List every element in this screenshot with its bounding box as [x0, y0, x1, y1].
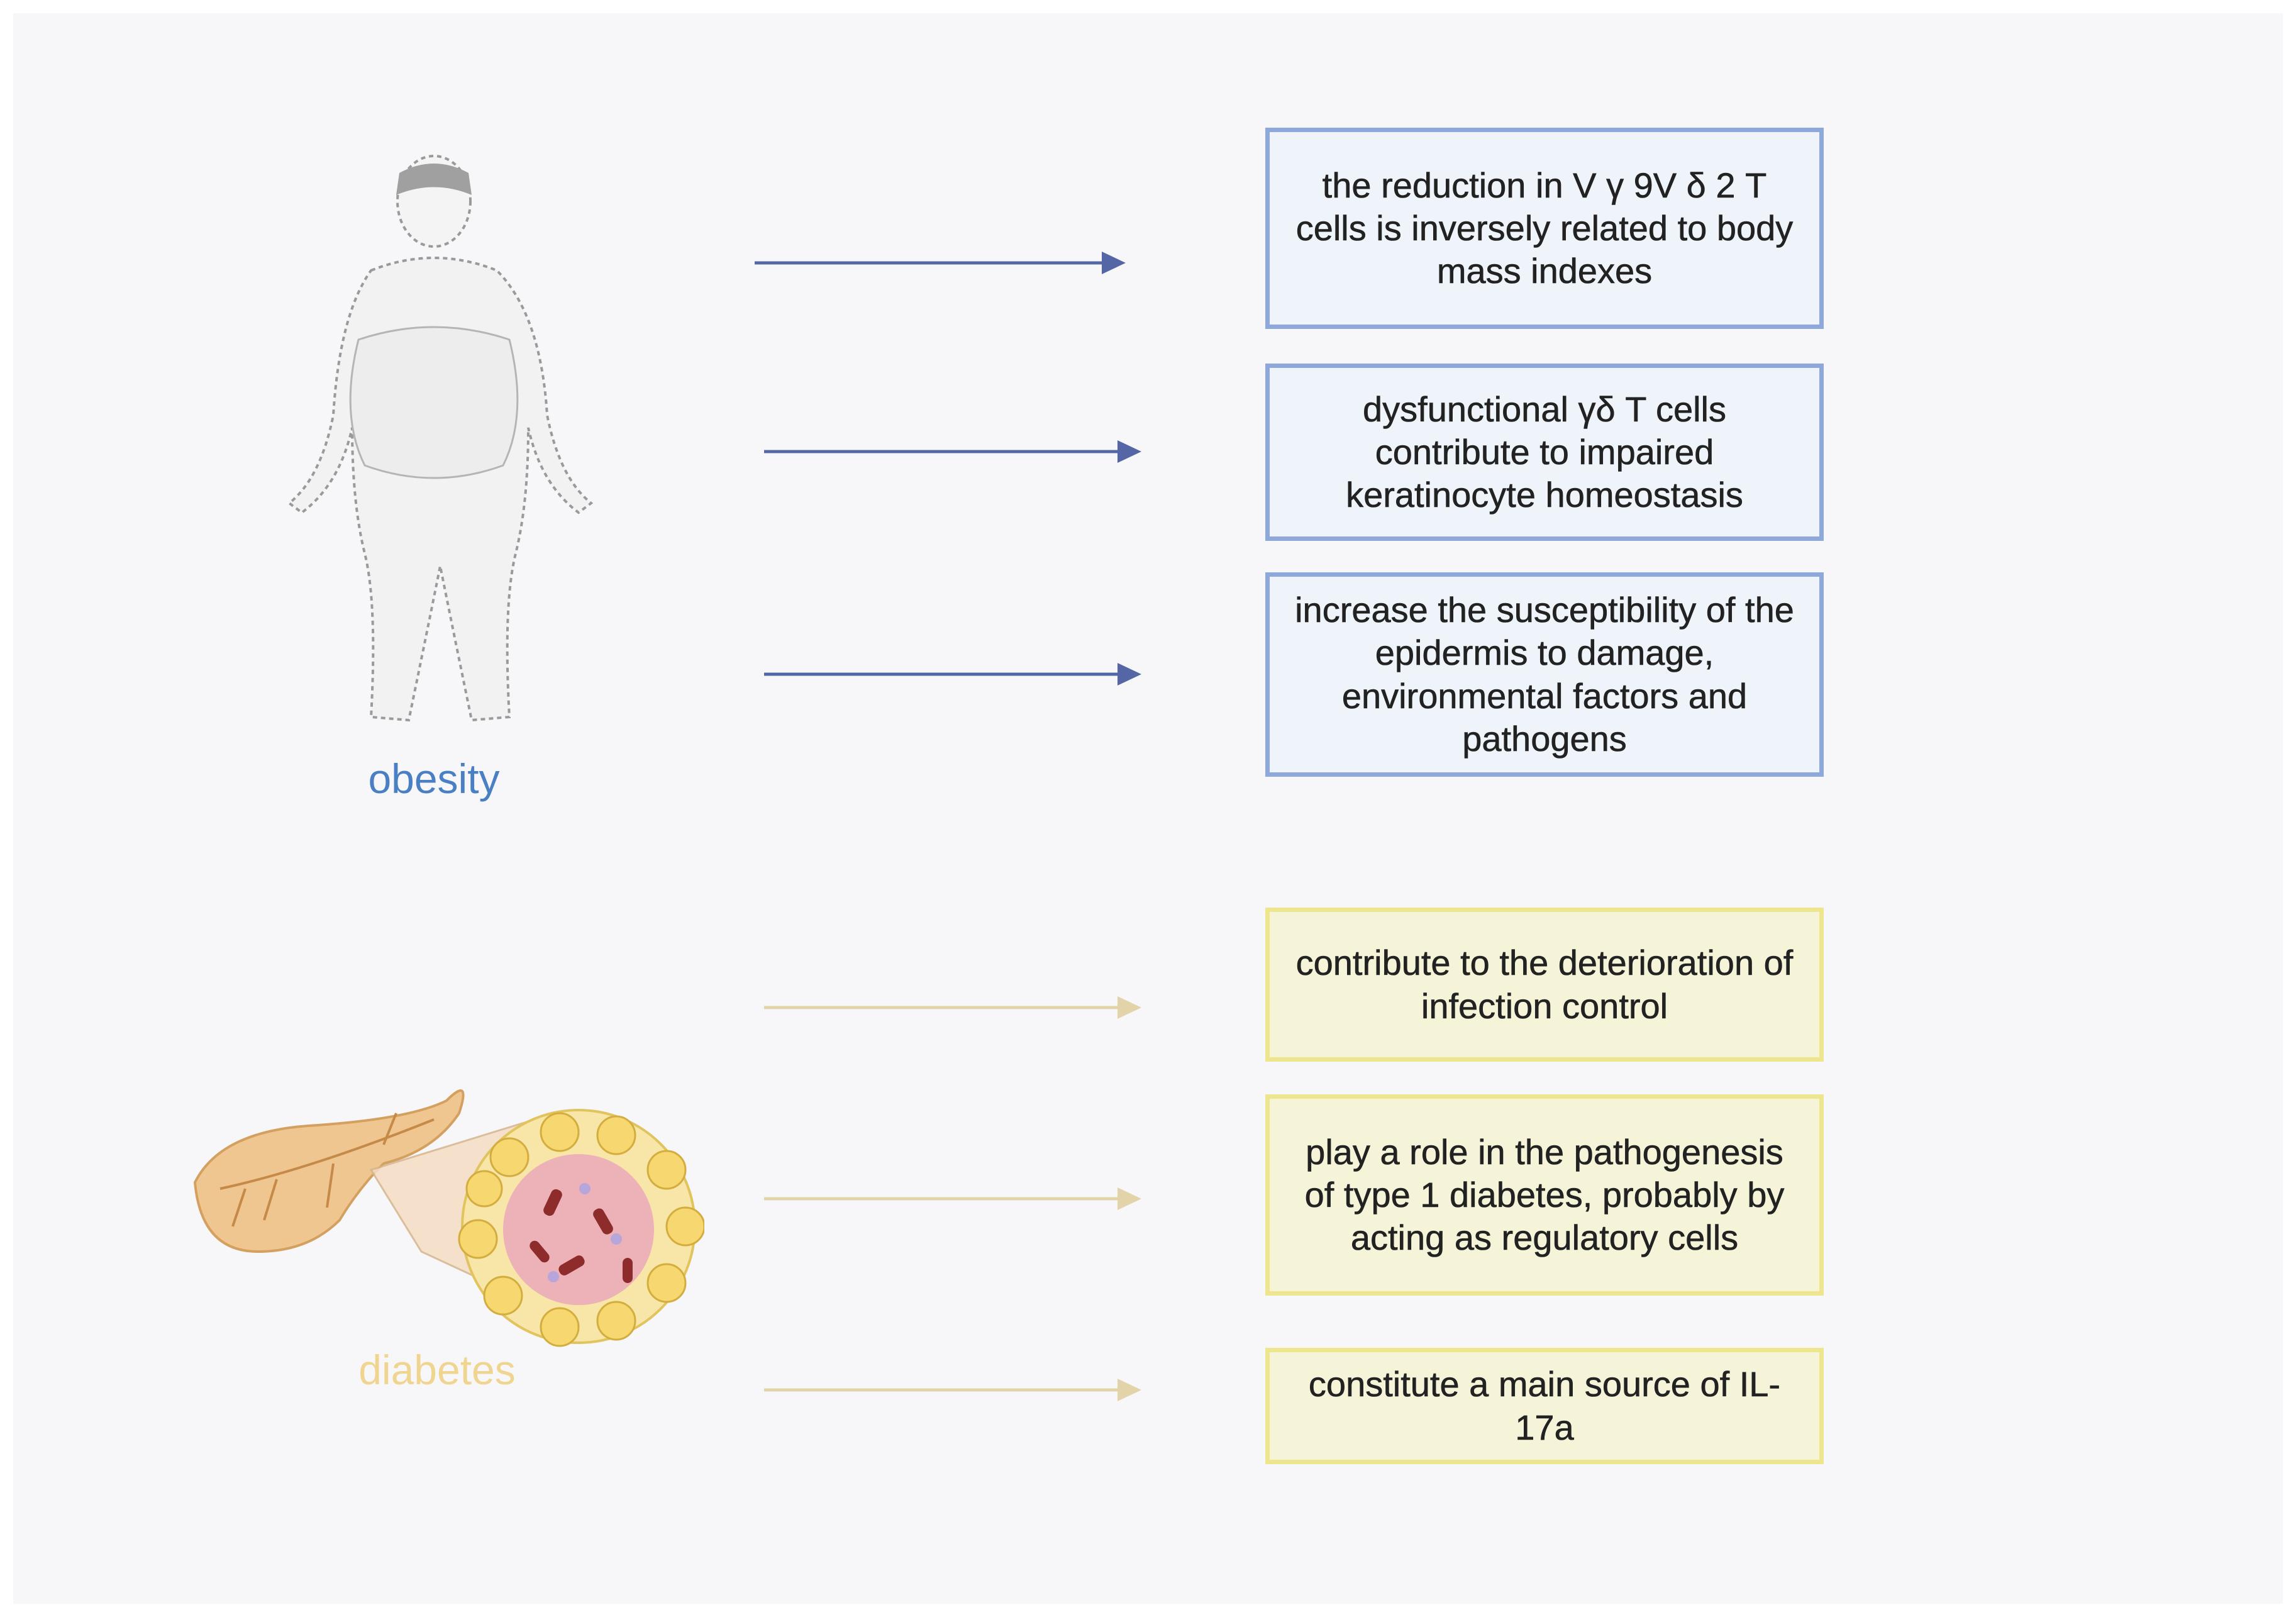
effect-text: dysfunctional γδ T cells contribute to i… [1346, 389, 1743, 515]
effect-text: play a role in the pathogenesis of type … [1304, 1131, 1785, 1258]
pancreas-islet-icon [193, 1089, 704, 1347]
effect-box-diabetes-2: play a role in the pathogenesis of type … [1265, 1094, 1824, 1296]
obesity-label: obesity [368, 755, 500, 802]
effect-text: the reduction in V γ 9V δ 2 T cells is i… [1295, 165, 1794, 291]
effect-box-diabetes-1: contribute to the deterioration of infec… [1265, 908, 1824, 1062]
diabetes-arrows [764, 996, 1141, 1401]
diabetes-label: diabetes [358, 1347, 516, 1393]
effect-text: contribute to the deterioration of infec… [1295, 943, 1794, 1026]
effect-text: constitute a main source of IL-17a [1308, 1364, 1781, 1447]
obesity-arrows [755, 252, 1141, 686]
effect-box-obesity-2: dysfunctional γδ T cells contribute to i… [1265, 364, 1824, 541]
effect-box-obesity-1: the reduction in V γ 9V δ 2 T cells is i… [1265, 128, 1824, 329]
effect-box-diabetes-3: constitute a main source of IL-17a [1265, 1348, 1824, 1464]
human-body-icon [287, 155, 594, 722]
effect-box-obesity-3: increase the susceptibility of the epide… [1265, 572, 1824, 777]
effect-text: increase the susceptibility of the epide… [1295, 589, 1794, 759]
